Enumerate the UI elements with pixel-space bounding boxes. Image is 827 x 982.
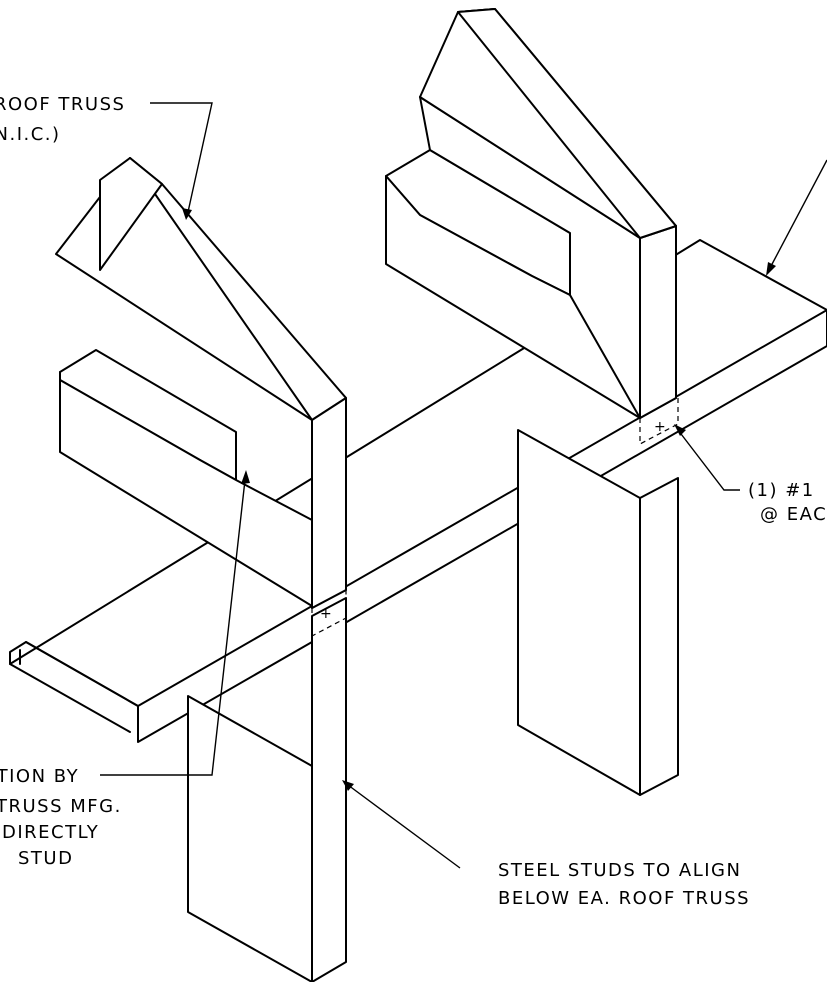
note-steel-studs-1: STEEL STUDS TO ALIGN <box>498 860 741 881</box>
screw-mark-left: + <box>320 606 333 622</box>
screw-connections: + + <box>311 398 679 637</box>
note-screw-1: (1) #1 <box>748 480 815 501</box>
note-connection-3: DIRECTLY <box>2 822 99 843</box>
note-connection-4: STUD <box>18 848 73 869</box>
note-screw-2: @ EAC <box>760 504 827 525</box>
note-roof-truss-1: ROOF TRUSS <box>0 94 125 115</box>
steel-stud-left <box>187 597 347 982</box>
roof-truss-right <box>385 8 677 419</box>
leader-lines <box>100 102 827 869</box>
note-connection-2: TRUSS MFG. <box>0 796 122 817</box>
note-steel-studs-2: BELOW EA. ROOF TRUSS <box>498 888 750 909</box>
steel-stud-right <box>517 429 679 796</box>
roof-truss-left <box>55 157 347 609</box>
note-connection-1: CONNECTION BY <box>0 766 79 787</box>
note-roof-truss-2: (N.I.C.) <box>0 124 61 145</box>
screw-mark-right: + <box>654 419 667 435</box>
